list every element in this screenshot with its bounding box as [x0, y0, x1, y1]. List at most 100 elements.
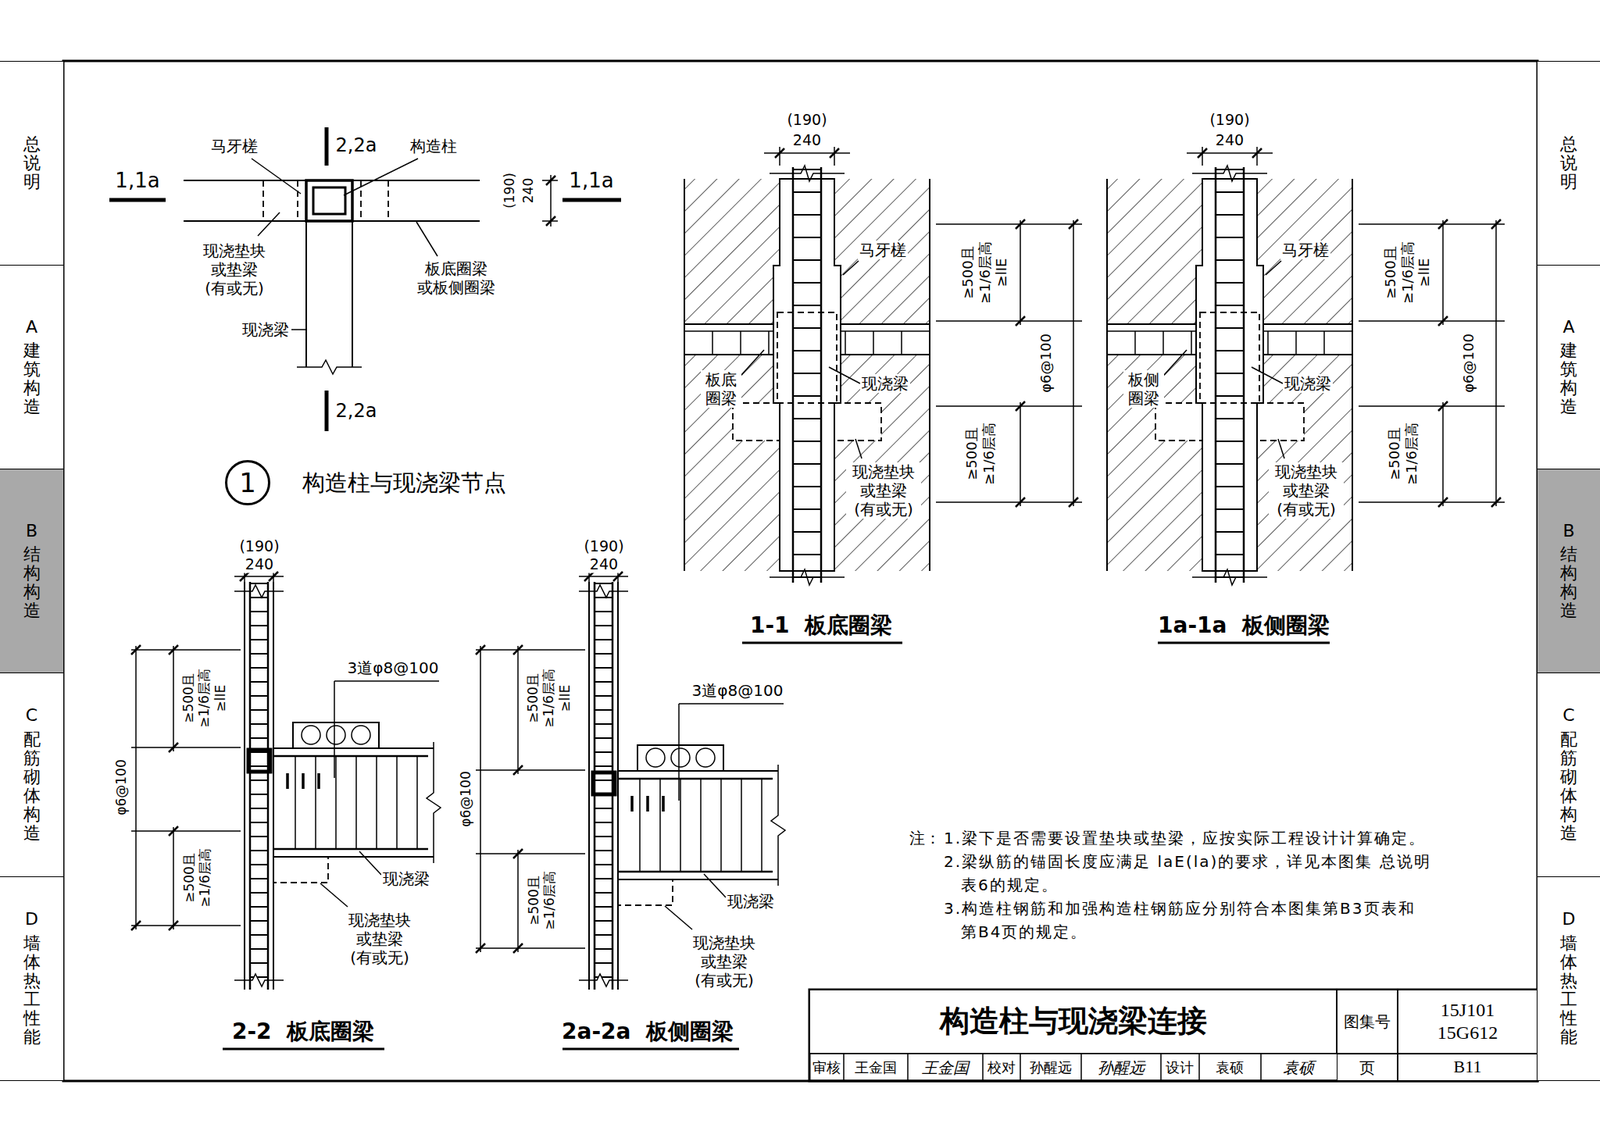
plan-detail: [183, 179, 307, 182]
callout-label: 现浇垫块 或垫梁 (有或无): [196, 241, 272, 298]
approval-text: 王金国: [853, 1059, 899, 1077]
dimension-line: [475, 645, 523, 655]
plan-detail: [550, 175, 552, 227]
sheet-frame: [63, 60, 1538, 1082]
approval-text: 孙醒远: [1028, 1059, 1074, 1077]
dimension-text: 240: [243, 555, 275, 574]
callout-label: 现浇梁: [240, 320, 291, 340]
plan-detail: [296, 180, 299, 222]
section-2a-2a: [475, 570, 629, 990]
title-underline: [222, 1048, 385, 1051]
plan-detail: [296, 360, 362, 375]
callout-label: 现浇梁: [725, 892, 776, 911]
plan-detail: [109, 198, 166, 203]
dimension-text: ≥500且 ≥1/6层高 ≥lIE: [959, 228, 1011, 317]
dimension-line: [131, 645, 179, 655]
dimension-text: φ6@100: [1460, 332, 1478, 395]
tab-text: 总说明: [23, 135, 41, 193]
section-title: 2a-2a 板侧圈梁: [560, 1018, 736, 1046]
plan-detail: [343, 158, 418, 196]
tab-text: 总说明: [1560, 135, 1578, 193]
section-2-2: [131, 681, 441, 931]
plan-detail: [251, 158, 301, 194]
plan-detail: [183, 220, 307, 222]
tab-text: 结构构造: [1560, 545, 1578, 622]
section-title: 1a-1a 板侧圈梁: [1156, 612, 1332, 640]
plan-detail: [325, 390, 329, 432]
plan-detail: [291, 328, 307, 331]
signature: 袁硕: [1281, 1058, 1316, 1078]
tab-text: 配筋砌体构造: [1560, 730, 1578, 844]
plan-detail: [109, 127, 622, 432]
callout-label: 现浇垫块 或垫梁 (有或无): [342, 910, 418, 968]
section-title: 1-1 板底圈梁: [748, 612, 894, 640]
callout-label: 现浇梁: [1282, 374, 1333, 393]
approval-text: 校对: [985, 1059, 1018, 1077]
plan-detail: [262, 180, 265, 222]
title-underline: [1157, 642, 1330, 645]
signature: 王金国: [920, 1058, 971, 1078]
plan-detail: [352, 220, 480, 222]
dimension-text: (190): [785, 110, 829, 129]
sheet-frame: [63, 60, 1538, 1082]
dimension-text: φ6@100: [1037, 332, 1055, 395]
note-text: 2.梁纵筋的锚固长度应满足 laE(la)的要求，详见本图集 总说明 表6的规定…: [943, 850, 1494, 897]
side-tab: A 建筑构造: [0, 264, 64, 470]
callout-label: 马牙槎: [857, 240, 908, 260]
plan-detail: [416, 221, 438, 257]
cell-text: 图集号: [1343, 1012, 1391, 1032]
plan-detail: [546, 175, 556, 226]
title-block-grid: [809, 989, 1538, 1082]
dimension-text: (190): [237, 537, 281, 556]
callout-label: 马牙槎: [1280, 240, 1331, 260]
dimension-text: ≥500且 ≥1/6层高 ≥lIE: [180, 657, 229, 740]
title-block-grid: [809, 989, 1538, 1082]
tab-text: A: [1560, 317, 1578, 337]
callout-label: 3道φ8@100: [690, 681, 786, 700]
tab-text: 建筑构造: [23, 341, 41, 418]
callout-label: 现浇垫块 或垫梁 (有或无): [1268, 462, 1344, 519]
tab-text: B: [23, 521, 41, 541]
dimension-text: ≥500且 ≥1/6层高: [181, 836, 214, 920]
section-1a-1a: [1107, 146, 1505, 586]
plan-detail: [263, 180, 389, 222]
title-block-grid: [843, 1053, 1261, 1082]
dimension-text: 240: [588, 555, 620, 574]
section-2a-2a: [475, 703, 786, 954]
callout-label: 现浇垫块 或垫梁 (有或无): [686, 933, 762, 990]
section-mark: 1,1a: [113, 168, 161, 193]
tab-text: 结构构造: [23, 545, 41, 622]
tab-text: D: [23, 910, 41, 929]
dimension-line: [135, 646, 174, 930]
cell-text: B11: [1453, 1057, 1483, 1078]
dimension-text: φ6@100: [113, 757, 129, 817]
atlas-number-cell: 15J101 15G612: [1397, 989, 1538, 1054]
approval-text: 袁硕: [1214, 1059, 1246, 1077]
tab-text: A: [23, 317, 41, 337]
section-mark: 2,2a: [334, 400, 379, 423]
cell-text: 15J101 15G612: [1430, 999, 1506, 1045]
dimension-line: [131, 645, 523, 953]
cell-text: 1: [239, 467, 257, 500]
section-title: 2-2 板底圈梁: [230, 1018, 376, 1046]
callout-label: 3道φ8@100: [346, 658, 441, 678]
side-tab: 总说明: [1537, 60, 1600, 266]
side-tab: B 结构构造: [0, 468, 64, 674]
note-text: 注：: [907, 826, 943, 850]
plan-detail: [257, 212, 280, 236]
page-number-cell: B11: [1397, 1053, 1538, 1082]
title-block-cell: 页: [1336, 1053, 1398, 1082]
section-mark: 1,1a: [567, 168, 615, 193]
plan-detail: [313, 187, 346, 215]
section-1-1: [684, 146, 1083, 586]
cell-text: 页: [1359, 1058, 1375, 1078]
section-2-2: [131, 570, 284, 990]
tab-text: 配筋砌体构造: [23, 730, 41, 844]
title-block-cell: 图集号: [1336, 989, 1398, 1054]
dimension-text: ≥500且 ≥1/6层高: [525, 859, 558, 943]
drawing-title-cell: 构造柱与现浇梁连接: [809, 989, 1337, 1054]
plan-detail: [562, 198, 622, 203]
callout-label: 现浇梁: [860, 374, 911, 393]
